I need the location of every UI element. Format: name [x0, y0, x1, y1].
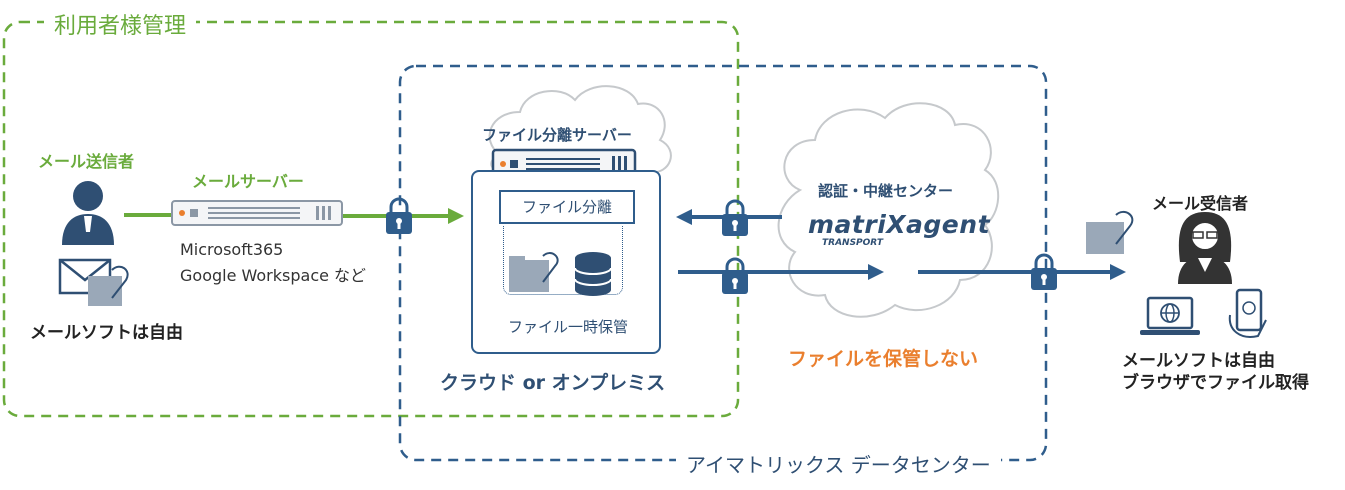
attachment-file-icon [88, 265, 129, 306]
receiver-line2: ブラウザでファイル取得 [1122, 373, 1309, 393]
mail-server-rack-icon [171, 200, 343, 226]
receiver-attachment-file-icon [1086, 210, 1134, 254]
receiver-label: メール受信者 [1152, 194, 1249, 213]
user-managed-label: 利用者様管理 [44, 8, 197, 40]
datacenter-label: アイマトリックス データセンター [676, 449, 1001, 478]
mail-server-line1: Microsoft365 [180, 240, 284, 259]
lock-icon [1031, 253, 1057, 290]
lock-icon [386, 197, 412, 234]
receiver-person-icon [1178, 212, 1232, 284]
lock-icon [722, 199, 748, 236]
smartphone-icon [1228, 288, 1267, 338]
mail-server-label: メールサーバー [192, 172, 304, 191]
temp-storage-area [503, 226, 623, 295]
temp-storage-icons [509, 252, 612, 296]
receiver-line1: メールソフトは自由 [1122, 351, 1275, 371]
folder-file-icon [509, 252, 559, 292]
matrixagent-logo: matriXagent [808, 210, 991, 239]
deployment-label: クラウド or オンプレミス [440, 372, 666, 394]
temp-storage-label: ファイル一時保管 [508, 318, 629, 336]
laptop-icon [1140, 296, 1200, 335]
database-icon [574, 252, 612, 296]
lock-icon [722, 257, 748, 294]
file-server-title: ファイル分離サーバー [482, 126, 632, 144]
file-separate-label: ファイル分離 [499, 190, 635, 224]
sender-label: メール送信者 [38, 152, 135, 171]
matrixagent-logo-sub: TRANSPORT [822, 238, 883, 248]
no-storage-label: ファイルを保管しない [788, 348, 979, 370]
mail-server-line2: Google Workspace など [180, 266, 367, 285]
center-cloud [777, 102, 1000, 318]
center-title: 認証・中継センター [818, 182, 954, 200]
sender-person-icon [62, 181, 114, 245]
sender-software-text: メールソフトは自由 [30, 323, 183, 343]
